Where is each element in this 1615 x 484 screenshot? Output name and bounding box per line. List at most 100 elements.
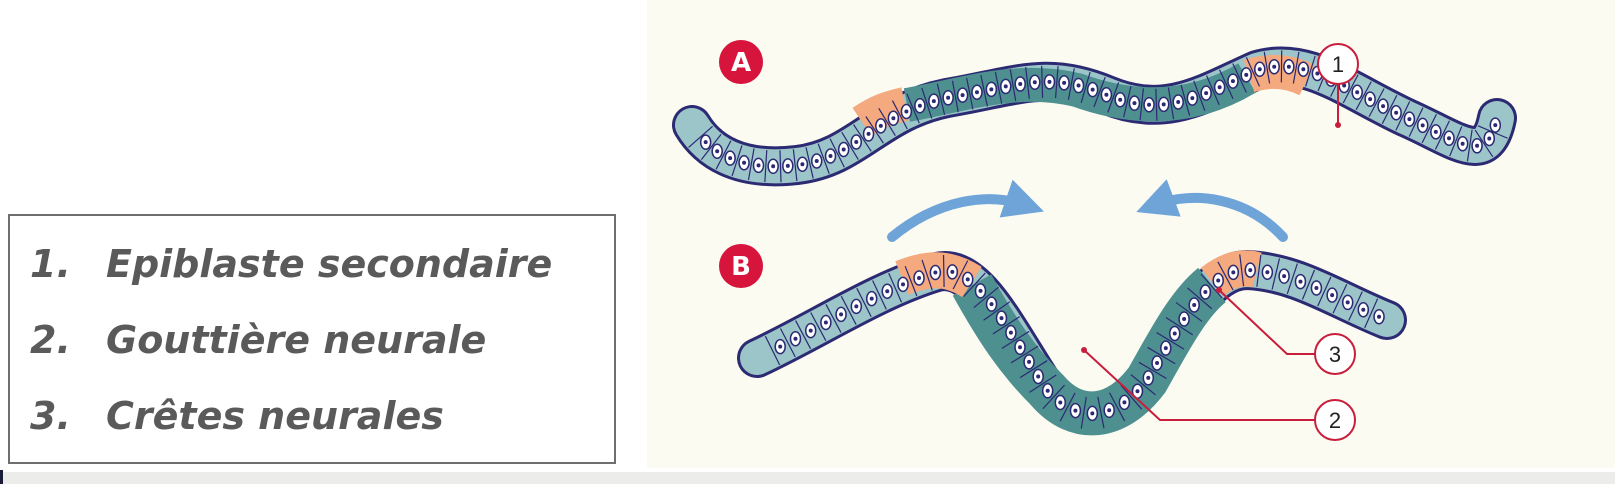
cell-nucleolus: [715, 149, 720, 154]
cell-wall: [891, 100, 908, 130]
cell-wall: [1156, 331, 1185, 350]
cell-wall: [805, 147, 814, 179]
cell-nucleolus: [1407, 117, 1412, 122]
cell-nucleolus: [1381, 104, 1386, 109]
cell-nucleolus: [1314, 286, 1319, 291]
stage-a-sheet: [672, 46, 1517, 187]
cell-nucleolus: [999, 316, 1004, 321]
cell-wall: [1009, 69, 1017, 101]
cell-wall: [1206, 75, 1220, 106]
cell-wall: [1474, 129, 1494, 158]
callout-3: 3: [1216, 287, 1356, 375]
cell-nucleolus: [854, 139, 859, 144]
cell-nucleolus: [1272, 64, 1277, 69]
cell-wall: [1395, 101, 1411, 131]
cell-wall: [1381, 94, 1398, 124]
cell-wall: [1042, 384, 1065, 410]
cell-nucleolus: [1394, 110, 1399, 115]
cell-wall: [904, 265, 918, 297]
legend-item-label: Crêtes neurales: [106, 394, 444, 438]
cell-wall: [1348, 291, 1363, 321]
cell-wall: [825, 304, 842, 333]
cell-nucleolus: [1107, 408, 1112, 413]
cell-wall: [1434, 120, 1450, 150]
cell-wall: [856, 287, 872, 318]
cell-nucleolus: [1161, 102, 1166, 107]
stage-b-badge-label: B: [731, 252, 751, 282]
cell-wall: [1217, 261, 1234, 291]
cell-nucleolus: [1018, 345, 1023, 350]
cell-nucleolus: [1330, 293, 1335, 298]
cell-nucleolus: [1248, 268, 1253, 273]
cell-wall: [973, 286, 999, 308]
bottom-strip: [0, 472, 1615, 484]
cell-wall: [764, 335, 781, 366]
stage-a-cells: [688, 50, 1508, 183]
cell-nucleolus: [808, 328, 813, 333]
cell-wall: [1364, 298, 1379, 329]
cell-wall: [1041, 65, 1044, 98]
cell-wall: [951, 80, 959, 113]
cell-wall: [1067, 68, 1075, 100]
cell-wall: [865, 116, 884, 144]
callout-3-label: 3: [1329, 342, 1341, 367]
cell-nucleolus: [885, 289, 890, 294]
cell-nucleolus: [1132, 101, 1137, 106]
cell-wall: [1332, 284, 1348, 314]
callout-1: 1: [1317, 43, 1359, 128]
cell-nucleolus: [793, 336, 798, 341]
cell-wall: [1123, 85, 1132, 118]
cell-wall: [817, 143, 830, 174]
stage-a-badge-label: A: [731, 48, 751, 78]
cell-wall: [1245, 56, 1261, 87]
cell-wall: [1355, 81, 1372, 111]
cell-nucleolus: [866, 131, 871, 136]
legend-item-label: Epiblaste secondaire: [106, 242, 553, 286]
cell-nucleolus: [1282, 274, 1287, 279]
cell-wall: [872, 280, 887, 310]
legend-item-1: 1. Epiblaste secondaire: [30, 236, 552, 292]
bottom-edge-mark: [0, 470, 3, 484]
cell-nucleolus: [1008, 330, 1013, 335]
cell-nucleolus: [1058, 400, 1063, 405]
cell-nucleolus: [828, 154, 833, 159]
cell-nucleolus: [1047, 79, 1052, 84]
cell-nucleolus: [1315, 71, 1320, 76]
cell-wall: [795, 320, 812, 350]
cell-wall: [764, 150, 768, 183]
cell-nucleolus: [1182, 316, 1187, 321]
stage-a-orange-left: [852, 87, 909, 137]
cell-nucleolus: [1018, 81, 1023, 86]
cell-wall: [700, 134, 722, 160]
callout-1-label: 1: [1332, 52, 1344, 77]
cell-nucleolus: [1155, 361, 1160, 366]
cell-nucleolus: [1216, 278, 1221, 283]
cell-nucleolus: [785, 163, 790, 168]
cell-wall: [992, 316, 1021, 335]
cell-wall: [1187, 287, 1213, 310]
cell-wall: [1029, 374, 1057, 393]
cell-wall: [779, 328, 796, 358]
cell-nucleolus: [989, 87, 994, 92]
cell-nucleolus: [728, 156, 733, 161]
cell-nucleolus: [1135, 389, 1140, 394]
cell-nucleolus: [901, 282, 906, 287]
cell-nucleolus: [1118, 97, 1123, 102]
cell-wall: [1054, 66, 1059, 99]
cell-nucleolus: [1230, 79, 1235, 84]
cell-nucleolus: [1027, 359, 1032, 364]
cell-nucleolus: [1298, 279, 1303, 284]
cell-nucleolus: [1062, 80, 1067, 85]
cell-wall: [963, 272, 986, 297]
legend-item-3: 3. Crêtes neurales: [30, 388, 444, 444]
cell-nucleolus: [1433, 129, 1438, 134]
cell-wall: [1466, 129, 1473, 162]
cell-nucleolus: [1032, 80, 1037, 85]
cell-wall: [779, 150, 782, 183]
legend-item-label: Gouttière neurale: [106, 318, 487, 362]
cell-wall: [1139, 88, 1144, 121]
cell-wall: [1108, 392, 1126, 422]
cell-wall: [1155, 88, 1158, 121]
cell-nucleolus: [1244, 72, 1249, 77]
stage-a-badge: A: [719, 40, 763, 84]
